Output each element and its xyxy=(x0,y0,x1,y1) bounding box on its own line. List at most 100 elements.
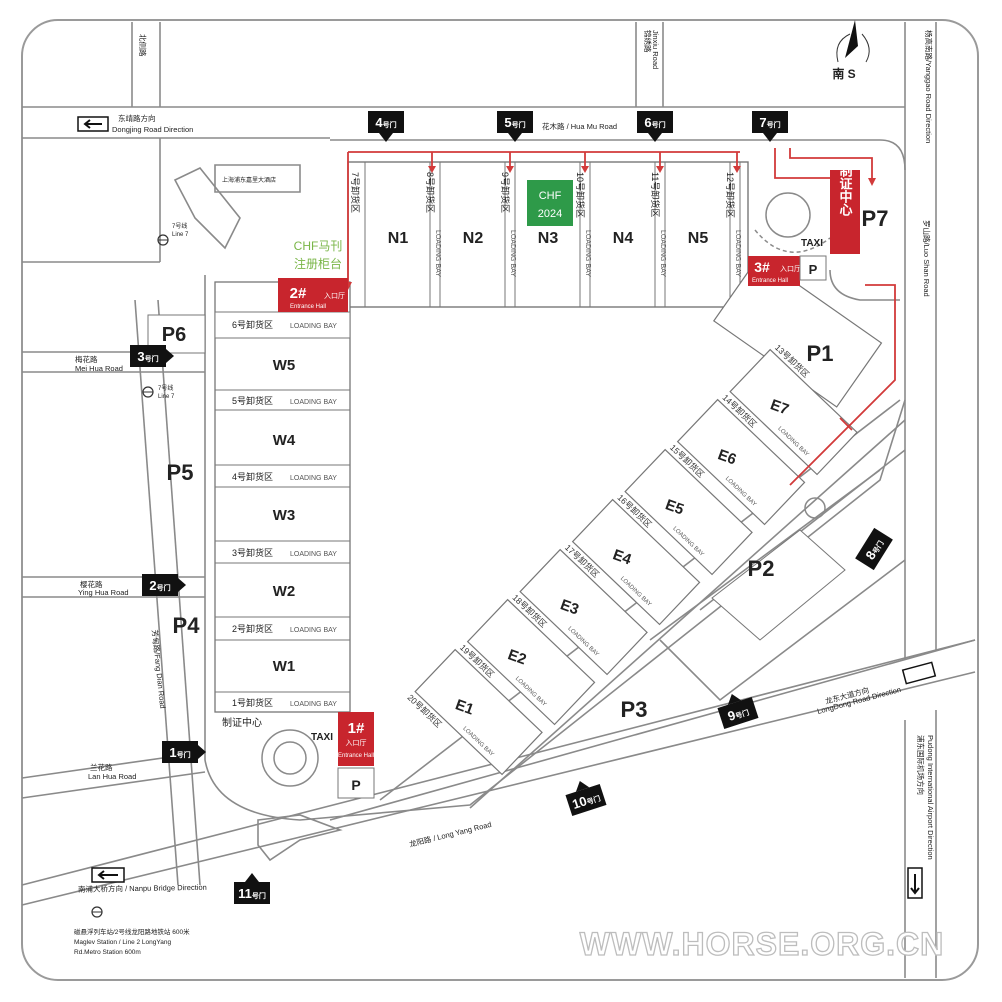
bay-label-w3: 3号卸货区 xyxy=(232,547,273,558)
bay-label-n12: 12号卸货区 xyxy=(725,172,736,218)
metro-line7-b: 7号线 xyxy=(158,384,173,392)
hall-n3: N3 xyxy=(538,230,559,247)
maglev-line-2: Maglev Station / Line 2 LongYang xyxy=(74,939,171,946)
road-yinghua-cn: 樱花路 xyxy=(80,579,103,589)
entrance-2-cn: 入口厅 xyxy=(324,292,345,300)
gate-arrow-icon xyxy=(178,578,186,592)
parking-p1: P1 xyxy=(807,341,834,366)
entrance-3-en: Entrance Hall xyxy=(752,278,788,284)
entrance-3-number: 3# xyxy=(754,259,770,275)
entrance-2-en: Entrance Hall xyxy=(290,304,326,310)
gate-9: 9号门 xyxy=(717,693,759,730)
hall-e2: E2 xyxy=(505,646,528,668)
road-dongjing-cn: 东靖路方向 xyxy=(118,113,156,123)
entrance-3-cn: 入口厅 xyxy=(780,265,801,273)
hall-w1: W1 xyxy=(273,658,296,675)
gate-1: 1号门 xyxy=(162,741,206,763)
loading-bay-n2: LOADING BAY xyxy=(509,230,516,277)
gate-arrow-icon xyxy=(508,133,522,142)
gate-arrow-icon xyxy=(166,349,174,363)
bay-label-w6: 6号卸货区 xyxy=(232,319,273,330)
hall-n5: N5 xyxy=(688,230,709,247)
loading-bay-n5: LOADING BAY xyxy=(734,230,741,277)
road-dongjing-en: Dongjing Road Direction xyxy=(112,125,193,134)
road-nanpu: 南浦大桥方向 / Nanpu Bridge Direction xyxy=(78,882,207,894)
hall-e6: E6 xyxy=(715,446,738,468)
hall-e7: E7 xyxy=(768,396,791,418)
metro-line7-b-en: Line 7 xyxy=(158,394,175,400)
road-jinxiu-cn: 锦绣路 xyxy=(643,30,653,53)
parking-p4: P4 xyxy=(173,613,201,638)
road-meihua-cn: 梅花路 xyxy=(75,354,98,364)
small-parking: P P xyxy=(337,255,827,799)
gate-arrow-icon xyxy=(763,133,777,142)
west-halls: W5 W4 W3 W2 W1 6号卸货区 5号卸货区 4号卸货区 3号卸货区 2… xyxy=(214,281,351,729)
gate-7-label: 7号门 xyxy=(759,115,780,130)
bay-label-n7: 7号卸货区 xyxy=(350,172,361,213)
road-meihua-en: Mei Hua Road xyxy=(75,364,123,373)
parking-p7: P7 xyxy=(862,206,889,231)
loading-bay-w3: LOADING BAY xyxy=(290,551,337,558)
gate-arrow-icon xyxy=(245,873,259,882)
gate-arrow-icon xyxy=(648,133,662,142)
compass-label: 南 S xyxy=(832,66,855,81)
gate-4-label: 4号门 xyxy=(375,115,396,130)
metro-line7-a-en: Line 7 xyxy=(172,232,189,238)
gate-arrow-icon xyxy=(575,780,590,792)
entrance-1-number: 1# xyxy=(348,720,365,737)
chf-2024-sign: CHF 2024 xyxy=(527,180,573,226)
gate-11: 11号门 xyxy=(234,873,270,904)
loading-bay-w2: LOADING BAY xyxy=(290,627,337,634)
parking-p5: P5 xyxy=(167,460,194,485)
loading-bay-w5: LOADING BAY xyxy=(290,399,337,406)
compass: 南 S xyxy=(832,20,870,81)
hall-w4: W4 xyxy=(273,432,296,449)
parking-areas: P6 P5 P4 P3 P2 P1 P7 xyxy=(147,206,889,722)
hall-w2: W2 xyxy=(273,583,296,600)
road-network xyxy=(21,22,976,978)
loading-bay-w4: LOADING BAY xyxy=(290,475,337,482)
maglev-line-3: Rd.Metro Station 600m xyxy=(74,949,141,956)
road-top-left: 北侧路 xyxy=(138,34,148,57)
parking-p3: P3 xyxy=(621,697,648,722)
gate-2-label: 2号门 xyxy=(149,578,170,593)
taxi-label-sw: TAXI xyxy=(311,732,333,743)
hall-e5: E5 xyxy=(663,496,686,518)
hall-n1: N1 xyxy=(388,230,409,247)
gate-2: 2号门 xyxy=(142,574,186,596)
metro-markers: 7号线 Line 7 7号线 Line 7 磁悬浮列车站/2号线龙阳路地铁站 6… xyxy=(74,176,276,956)
hotel-label: 上海浦东嘉里大酒店 xyxy=(222,176,276,184)
bay-label-n10: 10号卸货区 xyxy=(575,172,586,218)
gate-3-label: 3号门 xyxy=(137,349,158,364)
entrance-2-number: 2# xyxy=(290,285,307,302)
chf-mag-line2: 注册柜台 xyxy=(294,256,342,271)
gate-7: 7号门 xyxy=(752,111,788,142)
hall-e3: E3 xyxy=(558,596,581,618)
gate-6: 6号门 xyxy=(637,111,673,142)
maglev-line-1: 磁悬浮列车站/2号线龙阳路地铁站 600米 xyxy=(74,927,190,936)
hall-e4: E4 xyxy=(610,546,634,568)
bay-label-w1: 1号卸货区 xyxy=(232,697,273,708)
gate-5: 5号门 xyxy=(497,111,533,142)
gate-8: 8号门 xyxy=(855,527,893,571)
entrance-hall-1: 1# 入口厅 Entrance Hall xyxy=(338,712,374,766)
bay-label-w5: 5号卸货区 xyxy=(232,395,273,406)
north-halls: N1 N2 N3 N4 N5 7号卸货区 8号卸货区 9号卸货区 10号卸货区 … xyxy=(347,161,749,308)
gate-4: 4号门 xyxy=(368,111,404,142)
chf-mag-counter: CHF马刊 注册柜台 xyxy=(294,239,343,271)
parking-p6: P6 xyxy=(162,324,186,346)
gate-arrow-icon xyxy=(198,745,206,759)
loading-bay-w1: LOADING BAY xyxy=(290,701,337,708)
road-huamu: 花木路 / Hua Mu Road xyxy=(542,121,617,131)
small-parking-3: P xyxy=(809,262,818,277)
bay-label-w2: 2号卸货区 xyxy=(232,623,273,634)
bay-label-n9: 9号卸货区 xyxy=(500,172,511,213)
metro-line7-a: 7号线 xyxy=(172,222,187,230)
loading-bay-n4: LOADING BAY xyxy=(659,230,666,277)
red-route xyxy=(347,148,896,486)
road-pudong-en: Pudong International Airport Direction xyxy=(926,735,935,860)
chf-sign-line2: 2024 xyxy=(538,208,562,220)
entrance-1-en: Entrance Hall xyxy=(338,753,374,759)
hall-n4: N4 xyxy=(613,230,634,247)
